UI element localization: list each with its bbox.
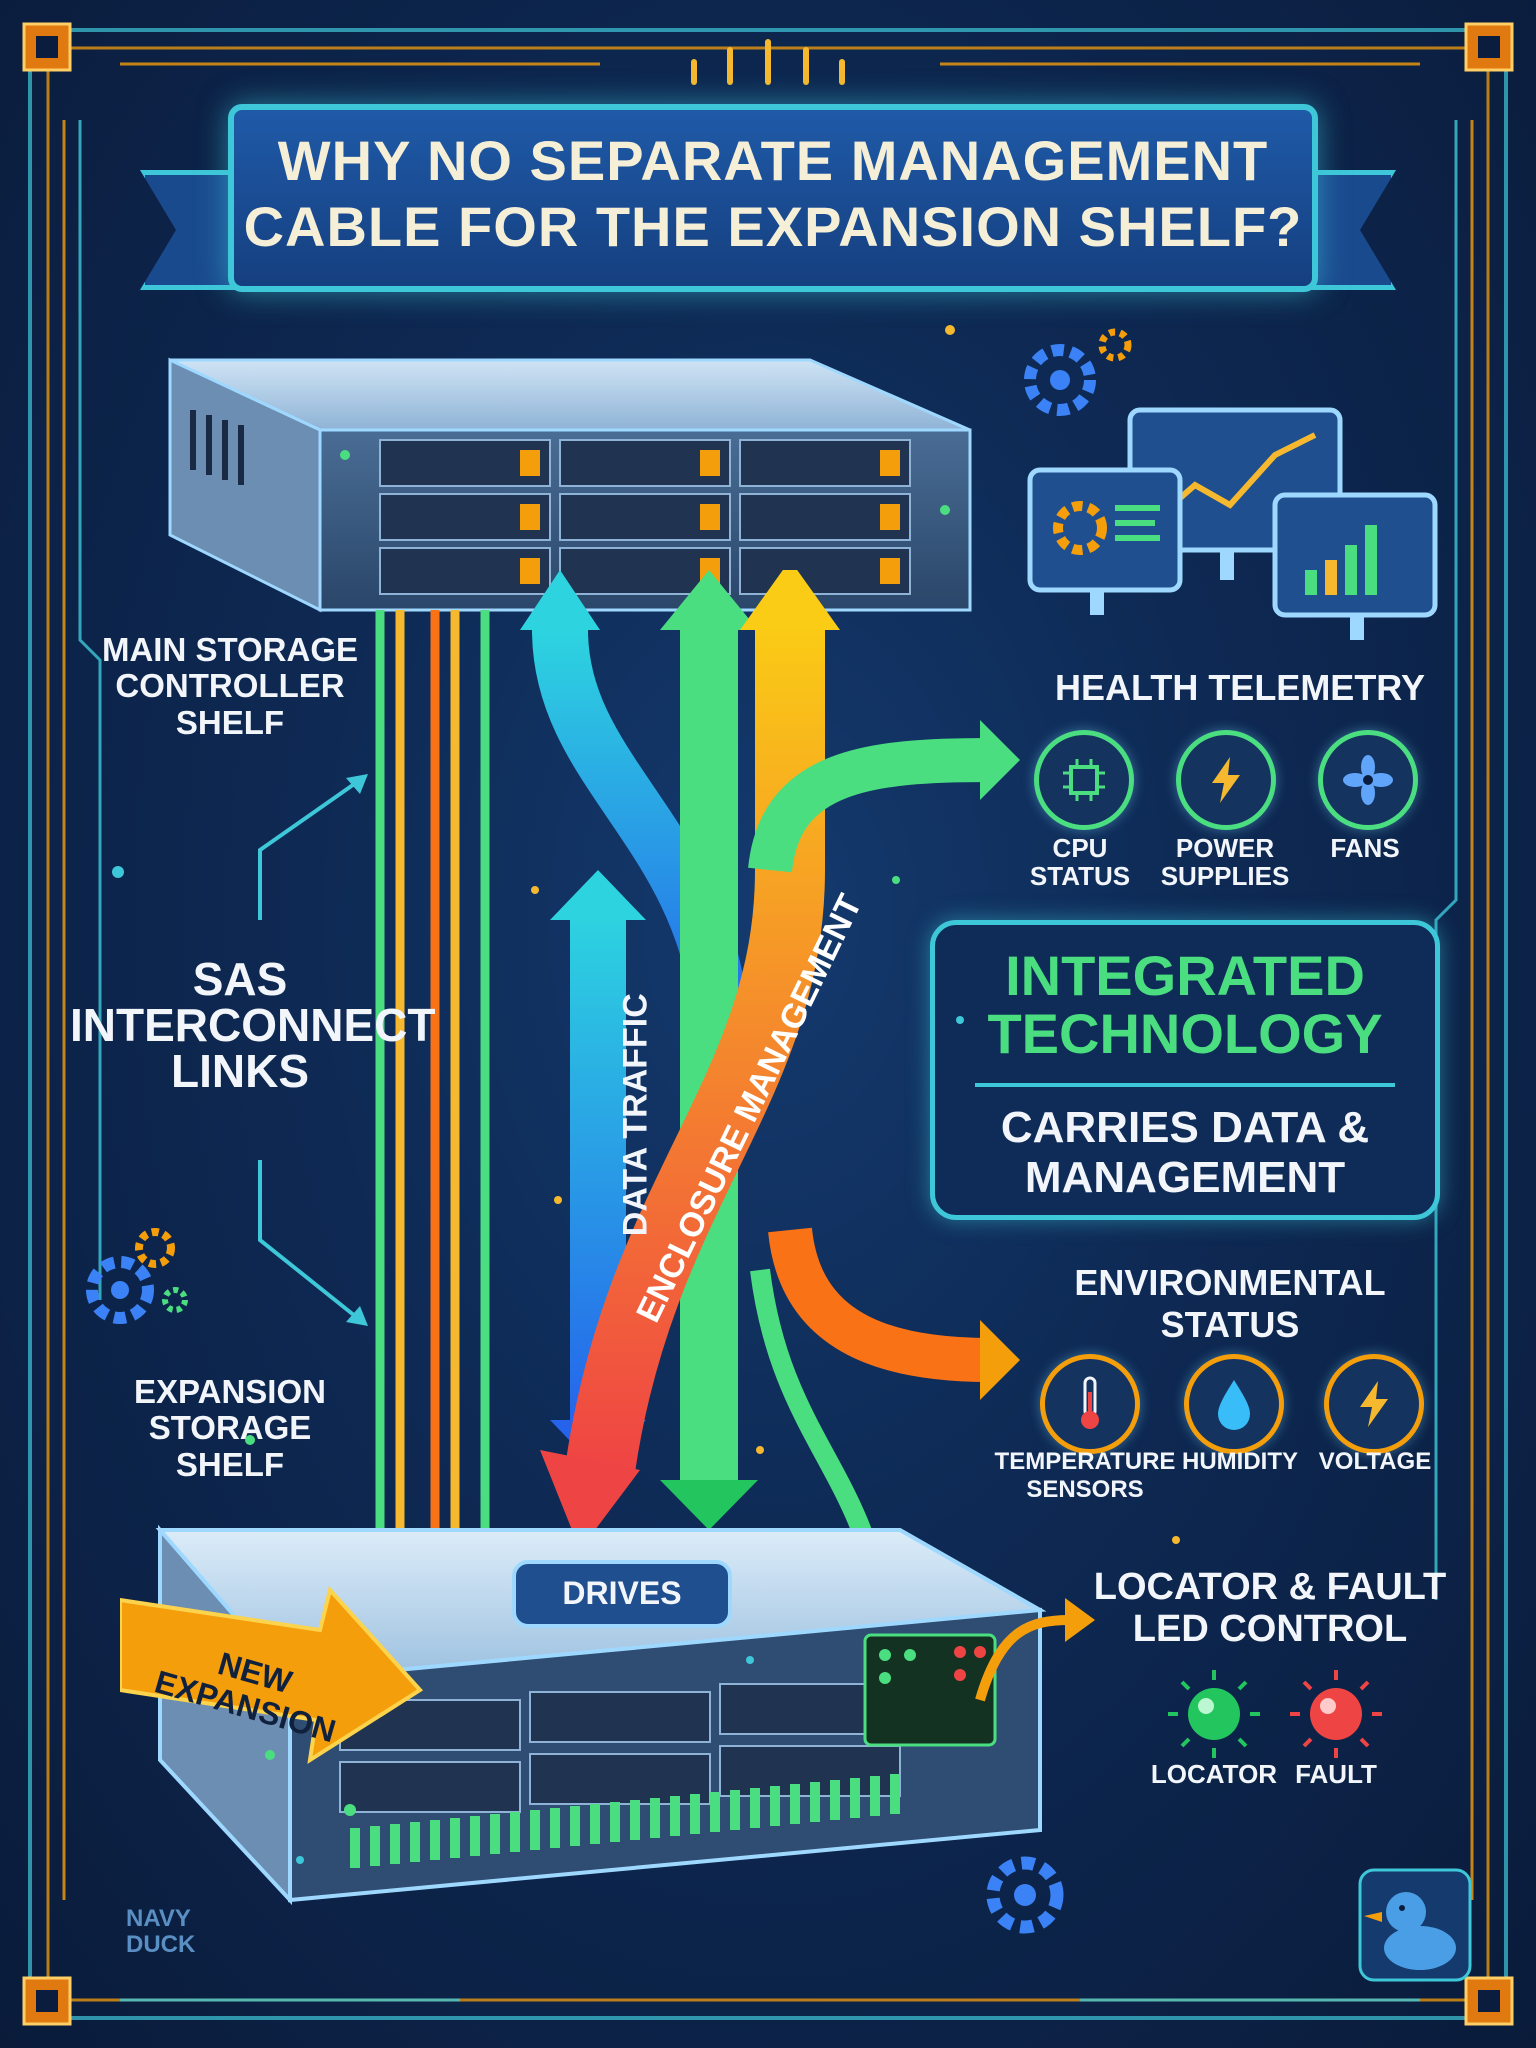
environmental-line-2: STATUS xyxy=(1160,1304,1300,1345)
lightning-icon xyxy=(1176,730,1276,830)
integrated-heading: INTEGRATED TECHNOLOGY xyxy=(935,947,1435,1063)
power-supplies-label: POWER SUPPLIES xyxy=(1160,833,1290,891)
monitoring-screens xyxy=(1027,407,1438,640)
duck-mascot-icon xyxy=(1358,1868,1472,1982)
integrated-line-2: TECHNOLOGY xyxy=(987,1002,1383,1065)
callout-divider xyxy=(975,1083,1395,1087)
integrated-line-3: CARRIES DATA & xyxy=(1000,1103,1370,1152)
droplet-icon xyxy=(1184,1354,1284,1454)
title-line-2: CABLE FOR THE EXPANSION SHELF? xyxy=(243,195,1303,258)
integrated-technology-callout: INTEGRATED TECHNOLOGY CARRIES DATA & MAN… xyxy=(930,920,1440,1220)
gear-cluster-icon xyxy=(86,1228,188,1324)
sas-line-1: SAS xyxy=(192,953,288,1005)
locator-label: LOCATOR xyxy=(1150,1759,1278,1789)
humidity-label: HUMIDITY xyxy=(1182,1448,1298,1475)
sas-cables xyxy=(375,610,490,1550)
fans-label: FANS xyxy=(1330,833,1400,863)
navy-duck-logo: NAVY DUCK xyxy=(86,1900,246,1970)
cpu-icon xyxy=(1034,730,1134,830)
page-title: WHY NO SEPARATE MANAGEMENT CABLE FOR THE… xyxy=(234,128,1312,260)
voltage-label: VOLTAGE xyxy=(1318,1448,1432,1475)
logo-line-1: NAVY xyxy=(126,1905,191,1932)
thermometer-icon xyxy=(1040,1354,1140,1454)
fault-label: FAULT xyxy=(1295,1759,1377,1789)
integrated-subtext: CARRIES DATA & MANAGEMENT xyxy=(935,1103,1435,1203)
flow-arrows xyxy=(520,570,1020,1602)
temperature-sensors-label: TEMPERATURE SENSORS xyxy=(994,1448,1176,1503)
expansion-shelf-label: EXPANSION STORAGE SHELF xyxy=(134,1373,326,1483)
title-banner: WHY NO SEPARATE MANAGEMENT CABLE FOR THE… xyxy=(228,104,1318,292)
fault-led-icon xyxy=(1290,1670,1382,1758)
logo-line-2: DUCK xyxy=(126,1931,196,1958)
gear-icon xyxy=(1024,328,1132,416)
sas-line-3: LINKS xyxy=(171,1045,309,1097)
sas-line-2: INTERCONNECT xyxy=(70,999,436,1051)
led-control-heading: LOCATOR & FAULT LED CONTROL xyxy=(1080,1566,1460,1650)
environmental-line-1: ENVIRONMENTAL xyxy=(1074,1262,1386,1303)
voltage-lightning-icon xyxy=(1324,1354,1424,1454)
drives-label: DRIVES xyxy=(562,1575,682,1611)
sas-links-label: SAS INTERCONNECT LINKS xyxy=(70,953,435,1097)
drives-badge: DRIVES xyxy=(512,1560,732,1628)
led-pointer-arrow xyxy=(975,1598,1095,1702)
logo-text: NAVY DUCK xyxy=(126,1906,236,1958)
title-line-1: WHY NO SEPARATE MANAGEMENT xyxy=(277,129,1269,192)
main-shelf-label: MAIN STORAGE CONTROLLER SHELF xyxy=(101,631,359,741)
new-expansion-arrow xyxy=(120,1585,424,1765)
led-line-1: LOCATOR & FAULT xyxy=(1093,1566,1447,1608)
led-control-panel xyxy=(863,1633,997,1747)
integrated-line-1: INTEGRATED xyxy=(1005,944,1365,1007)
sas-pointer-arrows xyxy=(258,774,368,1326)
cpu-status-label: CPU STATUS xyxy=(1029,833,1131,891)
health-telemetry-heading: HEALTH TELEMETRY xyxy=(1055,667,1425,708)
fan-icon xyxy=(1318,730,1418,830)
integrated-line-4: MANAGEMENT xyxy=(1024,1153,1346,1202)
environmental-heading: ENVIRONMENTAL STATUS xyxy=(1040,1262,1420,1346)
locator-led-icon xyxy=(1168,1670,1260,1758)
led-line-2: LED CONTROL xyxy=(1132,1608,1408,1650)
bottom-gear-icon xyxy=(986,1856,1064,1934)
main-storage-shelf xyxy=(168,357,972,613)
